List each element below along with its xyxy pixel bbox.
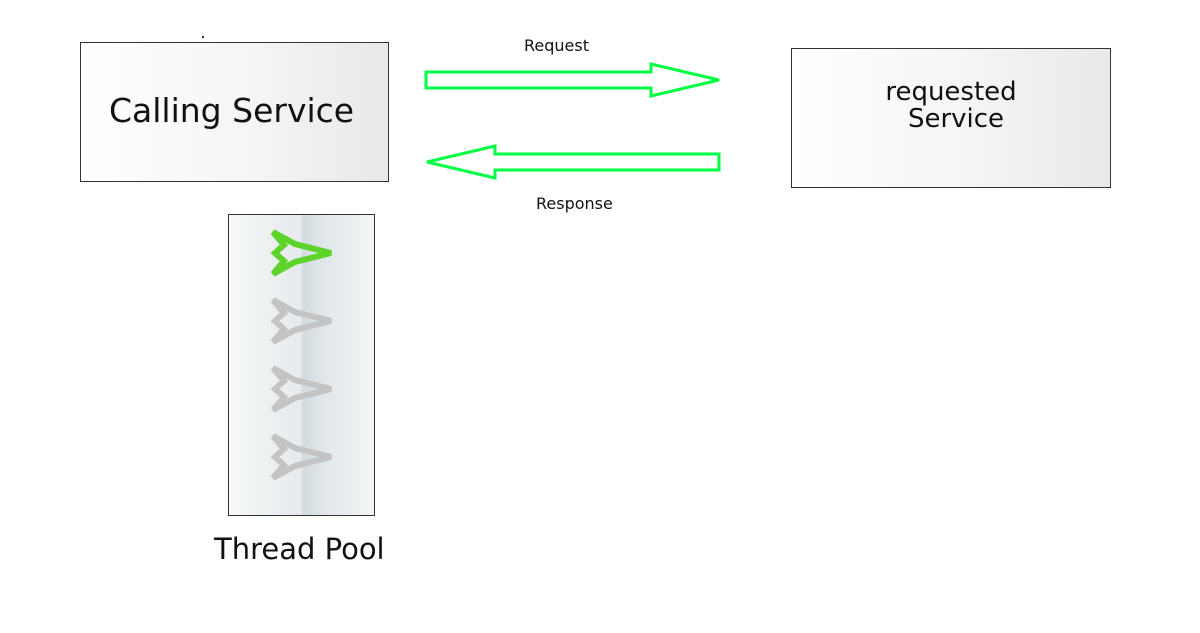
requested-service-label-line2: Service [907, 104, 1005, 134]
thread-pool-label: Thread Pool [214, 532, 385, 566]
request-label: Request [524, 36, 589, 55]
calling-service-label: Calling Service [109, 91, 355, 130]
thread-idle-icon [270, 433, 332, 481]
thread-idle-icon [270, 365, 332, 413]
requested-service-box: requested Service [791, 48, 1111, 188]
requested-service-label-line1: requested [885, 77, 1017, 107]
stray-dot [202, 36, 204, 38]
thread-pool-box [228, 214, 375, 516]
request-arrow [424, 62, 720, 98]
thread-active-icon [270, 229, 332, 277]
response-arrow [426, 144, 721, 180]
thread-idle-icon [270, 297, 332, 345]
requested-service-label: requested Service [792, 79, 1110, 133]
calling-service-box: Calling Service [80, 42, 389, 182]
response-label: Response [536, 194, 613, 213]
